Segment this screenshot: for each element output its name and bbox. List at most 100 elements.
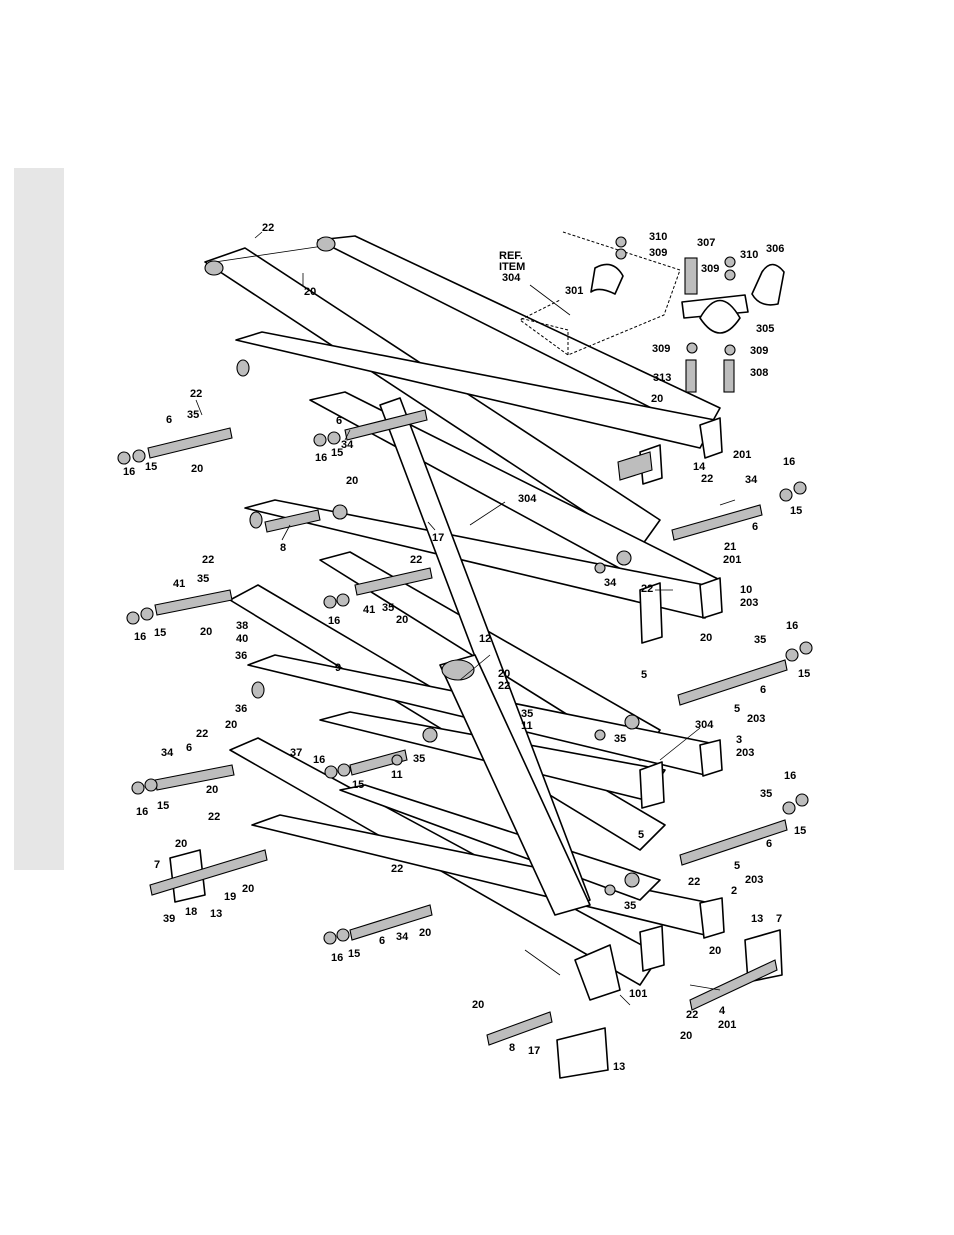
label-16: 16 [331, 952, 343, 964]
label-15: 15 [145, 461, 157, 473]
label-313: 313 [653, 372, 671, 384]
shaft-6-left-top [147, 427, 233, 459]
label-101: 101 [629, 988, 647, 1000]
label-20: 20 [200, 626, 212, 638]
label-39: 39 [163, 913, 175, 925]
label-310: 310 [740, 249, 758, 261]
label-37: 37 [290, 747, 302, 759]
label-310: 310 [649, 231, 667, 243]
label-20: 20 [175, 838, 187, 850]
shaft-41-mid [354, 567, 433, 596]
ref-note-line3: 304 [502, 272, 521, 284]
label-2: 2 [731, 885, 737, 897]
label-20: 20 [206, 784, 218, 796]
label-5: 5 [638, 829, 644, 841]
label-20: 20 [498, 668, 510, 680]
left-margin-strip [14, 168, 64, 870]
label-15: 15 [154, 627, 166, 639]
arm-upper-2 [317, 235, 721, 436]
label-6: 6 [752, 521, 758, 533]
label-41: 41 [173, 578, 185, 590]
label-17: 17 [432, 532, 444, 544]
label-20: 20 [472, 999, 484, 1011]
clevis-bracket [574, 944, 621, 1001]
label-34: 34 [161, 747, 174, 759]
label-38: 38 [236, 620, 248, 632]
label-16: 16 [783, 456, 795, 468]
label-14: 14 [693, 461, 706, 473]
label-16: 16 [315, 452, 327, 464]
spacer-307 [684, 257, 698, 295]
shaft-7-right [689, 959, 778, 1011]
label-16: 16 [313, 754, 325, 766]
label-15: 15 [798, 668, 810, 680]
label-36: 36 [235, 703, 247, 715]
label-20: 20 [304, 286, 316, 298]
label-4: 4 [719, 1005, 726, 1017]
label-20: 20 [225, 719, 237, 731]
label-21: 21 [724, 541, 736, 553]
label-36: 36 [235, 650, 247, 662]
label-20: 20 [651, 393, 663, 405]
label-41: 41 [363, 604, 375, 616]
label-16: 16 [786, 620, 798, 632]
label-15: 15 [348, 948, 360, 960]
label-15: 15 [352, 779, 364, 791]
shaft-34-left [154, 764, 235, 791]
label-308: 308 [750, 367, 768, 379]
scissor-arms [169, 235, 783, 1079]
label-8: 8 [509, 1042, 515, 1054]
label-35: 35 [521, 708, 533, 720]
ref-note-line2: ITEM [499, 261, 525, 273]
label-6: 6 [760, 684, 766, 696]
shafts [147, 409, 788, 1046]
shaft-6-right-mid [677, 659, 788, 706]
label-13: 13 [613, 1061, 625, 1073]
shaft-6-right-low [679, 819, 788, 866]
inset-ref-item-304 [519, 231, 785, 393]
label-16: 16 [134, 631, 146, 643]
label-15: 15 [790, 505, 802, 517]
label-35: 35 [614, 733, 626, 745]
label-34: 34 [604, 577, 617, 589]
label-13: 13 [210, 908, 222, 920]
label-7: 7 [154, 859, 160, 871]
arm-upper-1 [204, 247, 661, 549]
shaft-8-bottom [486, 1011, 553, 1046]
washers [117, 431, 813, 945]
label-34: 34 [745, 474, 758, 486]
label-5: 5 [734, 860, 740, 872]
label-309: 309 [652, 343, 670, 355]
label-203: 203 [745, 874, 763, 886]
end-block-13-bottom [556, 1027, 609, 1079]
label-9: 9 [335, 662, 341, 674]
label-15: 15 [331, 447, 343, 459]
label-17: 17 [528, 1045, 540, 1057]
ref-note-line1: REF. [499, 250, 523, 262]
label-22: 22 [688, 876, 700, 888]
label-35: 35 [187, 409, 199, 421]
shaft-8-top [264, 509, 321, 533]
label-16: 16 [784, 770, 796, 782]
label-307: 307 [697, 237, 715, 249]
label-20: 20 [419, 927, 431, 939]
label-201: 201 [723, 554, 741, 566]
label-6: 6 [766, 838, 772, 850]
label-201: 201 [718, 1019, 736, 1031]
label-22: 22 [410, 554, 422, 566]
label-10: 10 [740, 584, 752, 596]
label-301: 301 [565, 285, 583, 297]
label-16: 16 [328, 615, 340, 627]
label-20: 20 [700, 632, 712, 644]
label-11: 11 [521, 720, 533, 732]
label-22: 22 [190, 388, 202, 400]
label-12: 12 [479, 633, 491, 645]
leader-lines [195, 231, 736, 1006]
label-35: 35 [382, 602, 394, 614]
label-18: 18 [185, 906, 197, 918]
label-22: 22 [498, 680, 510, 692]
label-306: 306 [766, 243, 784, 255]
shaft-41-left [154, 589, 233, 616]
label-20: 20 [242, 883, 254, 895]
